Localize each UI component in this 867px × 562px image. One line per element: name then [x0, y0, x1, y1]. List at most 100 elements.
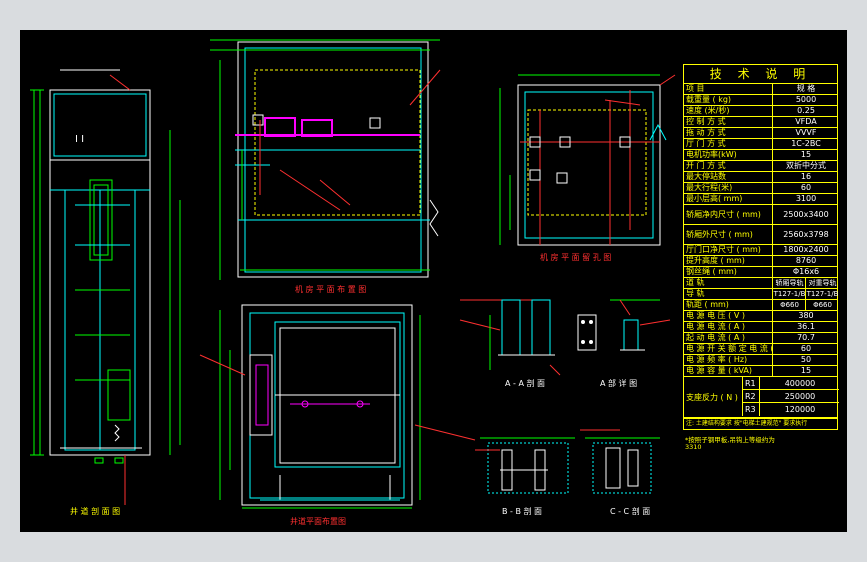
- spec-header-value: 规 格: [772, 84, 839, 94]
- electrical-value: 70.7: [772, 333, 839, 343]
- spec-row: 厅 门 方 式 1C-2BC: [683, 139, 838, 150]
- spec-row: 开 门 方 式 双折中分式: [683, 161, 838, 172]
- spec-row: 轿厢净内尺寸 ( mm) 2500x3400: [683, 205, 838, 225]
- reaction-name: R2: [745, 392, 756, 401]
- reaction-name: R3: [745, 405, 756, 414]
- electrical-row: 电 源 容 量 ( kVA) 15: [683, 366, 838, 377]
- spec-table: 技 术 说 明 项 目 规 格 载重量 ( kg) 5000 速度 (米/秒)0.…: [683, 64, 840, 486]
- machine-room-plan: [210, 39, 441, 280]
- spec-key: 提升高度 ( mm): [686, 256, 745, 265]
- electrical-key: 电 源 开 关 额 定 电 流 ( A ): [686, 344, 772, 353]
- spec-row: 提升高度 ( mm) 8760: [683, 256, 838, 267]
- spec-key: 速度 (米/秒): [686, 106, 730, 115]
- spec-value: 5000: [772, 95, 839, 105]
- section-aa-view: [459, 299, 561, 376]
- detail-a-title: A 部 详 图: [600, 378, 637, 388]
- electrical-row: 电 源 开 关 额 定 电 流 ( A )60: [683, 344, 838, 355]
- spec-footnote: 注: 土建结构要求 按"电梯土建规范" 要求执行: [686, 420, 808, 427]
- electrical-key: 电 源 电 流 ( A ): [686, 322, 745, 331]
- rail-cw-value: T127-1/B: [805, 289, 839, 299]
- electrical-row: 电 源 频 率 ( Hz) 50: [683, 355, 838, 366]
- spec-key: 轿厢外尺寸 ( mm): [686, 230, 753, 239]
- spec-row: 拖 动 方 式 VVVF: [683, 128, 838, 139]
- spec-row: 钢丝绳 ( mm)Φ16x6: [683, 267, 838, 278]
- spec-key: 轿厢净内尺寸 ( mm): [686, 210, 761, 219]
- spec-key: 控 制 方 式: [686, 117, 726, 126]
- reaction-label: 支座反力 ( N ): [686, 393, 738, 402]
- spec-header-key: 项 目: [686, 84, 705, 93]
- spec-row: 电机功率(kW) 15: [683, 150, 838, 161]
- spec-key: 电机功率(kW): [686, 150, 737, 159]
- electrical-key: 电 源 频 率 ( Hz): [686, 355, 748, 364]
- electrical-key: 电 源 容 量 ( kVA): [686, 366, 753, 375]
- rail-cw-value: Φ660: [805, 300, 839, 310]
- shaft-section-view: [30, 69, 181, 505]
- spec-value: 15: [772, 150, 839, 160]
- rail-header-row: 道 轨 轿厢导轨 对重导轨: [683, 278, 838, 289]
- spec-row: 速度 (米/秒)0.25: [683, 106, 838, 117]
- spec-value: 16: [772, 172, 839, 182]
- electrical-row: 电 源 电 压 ( V )380: [683, 311, 838, 322]
- spec-value: 2560x3798: [772, 225, 839, 244]
- spec-key: 厅 门 方 式: [686, 139, 726, 148]
- drawing-canvas[interactable]: I I 机 房 平 面 布 置 图: [20, 30, 847, 532]
- section-aa-title: A - A 剖 面: [505, 378, 545, 388]
- spec-key: 最大停站数: [686, 172, 726, 181]
- electrical-value: 50: [772, 355, 839, 365]
- electrical-value: 15: [772, 366, 839, 376]
- spec-footnote-row: 注: 土建结构要求 按"电梯土建规范" 要求执行: [683, 418, 838, 430]
- section-cc-title: C - C 剖 面: [610, 506, 650, 516]
- note-text: *按照子钢甲板,吊钩上等级约为: [685, 436, 775, 444]
- reaction-value: 250000: [759, 390, 840, 403]
- detail-a-view: [577, 299, 671, 351]
- machine-room-hole-plan: [499, 74, 676, 246]
- spec-row: 最小层高( mm)3100: [683, 194, 838, 205]
- spec-value: 8760: [772, 256, 839, 266]
- cad-linework: I I 机 房 平 面 布 置 图: [30, 39, 676, 526]
- reaction-value: 400000: [759, 377, 840, 390]
- spec-key: 开 门 方 式: [686, 161, 726, 170]
- rail-header-car: 轿厢导轨: [772, 278, 806, 288]
- section-mark-label: I I: [75, 134, 84, 145]
- spec-value: VVVF: [772, 128, 839, 138]
- spec-key: 拖 动 方 式: [686, 128, 726, 137]
- machine-room-plan-title: 机 房 平 面 布 置 图: [295, 284, 366, 294]
- spec-value: 双折中分式: [772, 161, 839, 171]
- electrical-key: 电 源 电 压 ( V ): [686, 311, 745, 320]
- rail-header-key: 道 轨: [686, 278, 705, 287]
- spec-key: 最大行程(米): [686, 183, 733, 192]
- rail-key: 导 轨: [686, 289, 705, 298]
- spec-table-title: 技 术 说 明: [683, 64, 838, 84]
- spec-row: 最大行程(米)60: [683, 183, 838, 194]
- spec-row: 控 制 方 式 VFDA: [683, 117, 838, 128]
- rail-car-value: T127-1/B: [772, 289, 806, 299]
- shaft-plan-view: [199, 304, 476, 509]
- electrical-row: 起 动 电 流 ( A )70.7: [683, 333, 838, 344]
- rail-car-value: Φ660: [772, 300, 806, 310]
- spec-value: VFDA: [772, 117, 839, 127]
- shaft-section-title: 井 道 剖 面 图: [70, 506, 120, 516]
- spec-value: 1C-2BC: [772, 139, 839, 149]
- spec-row: 厅门口净尺寸 ( mm)1800x2400: [683, 245, 838, 256]
- spec-header-row: 项 目 规 格: [683, 84, 838, 95]
- note-value: 3310: [685, 443, 702, 451]
- electrical-value: 36.1: [772, 322, 839, 332]
- spec-value: Φ16x6: [772, 267, 839, 277]
- spec-key: 载重量 ( kg): [686, 95, 732, 104]
- section-bb-title: B - B 剖 面: [502, 506, 542, 516]
- spec-row: 最大停站数 16: [683, 172, 838, 183]
- rail-header-counterweight: 对重导轨: [805, 278, 839, 288]
- rail-row: 导 轨 T127-1/B T127-1/B: [683, 289, 838, 300]
- section-bb-view: [475, 437, 575, 494]
- spec-key: 厅门口净尺寸 ( mm): [686, 245, 761, 254]
- spec-value: 2500x3400: [772, 205, 839, 224]
- reaction-value: 120000: [759, 403, 840, 416]
- electrical-value: 60: [772, 344, 839, 354]
- spec-row: 载重量 ( kg) 5000: [683, 95, 838, 106]
- spec-value: 3100: [772, 194, 839, 204]
- spec-row: 轿厢外尺寸 ( mm) 2560x3798: [683, 225, 838, 245]
